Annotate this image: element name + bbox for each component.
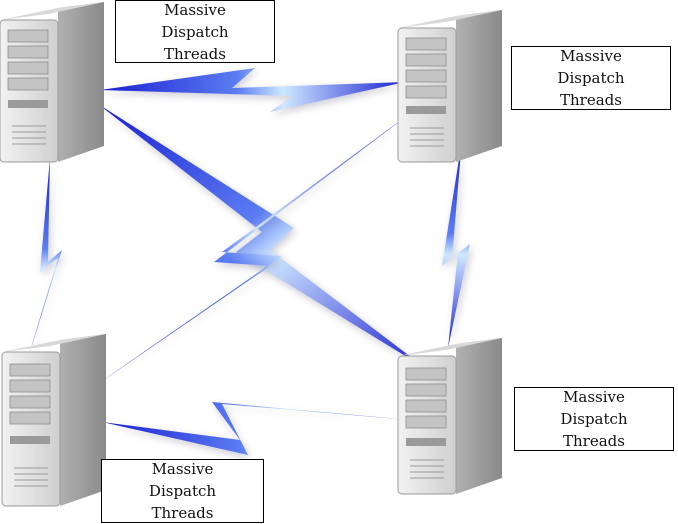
server-side-panel bbox=[456, 338, 502, 494]
server-side-panel bbox=[456, 10, 502, 162]
server-top-panel bbox=[2, 334, 106, 352]
label-box-bottom-left: Massive Dispatch Threads bbox=[101, 459, 264, 523]
vent-lines bbox=[14, 467, 48, 487]
bolt-right bbox=[442, 140, 470, 348]
server-top-right bbox=[397, 10, 502, 163]
server-top-panel bbox=[0, 2, 104, 20]
power-slot bbox=[10, 436, 50, 444]
vent-lines bbox=[410, 127, 444, 147]
server-top-left bbox=[0, 2, 104, 163]
label-box-bottom-right: Massive Dispatch Threads bbox=[514, 387, 674, 451]
drive-bays bbox=[7, 29, 49, 91]
label-box-top-left: Massive Dispatch Threads bbox=[115, 0, 275, 63]
bolt-top bbox=[100, 68, 405, 112]
vent-lines bbox=[12, 125, 46, 145]
bolt-bottom bbox=[102, 402, 410, 455]
drive-bays bbox=[9, 363, 51, 425]
power-slot bbox=[406, 438, 446, 446]
label-line-2: Dispatch bbox=[557, 69, 625, 87]
label-box-top-right: Massive Dispatch Threads bbox=[511, 46, 671, 110]
label-line-3: Threads bbox=[151, 504, 214, 522]
bolt-left bbox=[28, 158, 62, 358]
label-line-3: Threads bbox=[560, 91, 622, 109]
server-side-panel bbox=[58, 2, 104, 162]
vent-lines bbox=[410, 459, 444, 479]
server-top-panel bbox=[398, 338, 502, 356]
power-slot bbox=[8, 100, 48, 108]
connection-bolts bbox=[28, 68, 470, 455]
drive-bays bbox=[405, 367, 447, 429]
server-bottom-left bbox=[1, 334, 106, 507]
label-line-3: Threads bbox=[563, 432, 625, 450]
label-line-1: Massive bbox=[560, 47, 622, 65]
label-line-1: Massive bbox=[563, 388, 625, 406]
power-slot bbox=[406, 106, 446, 114]
label-line-3: Threads bbox=[164, 44, 226, 63]
label-line-2: Dispatch bbox=[560, 410, 628, 428]
label-line-2: Dispatch bbox=[148, 482, 217, 500]
label-line-2: Dispatch bbox=[161, 22, 229, 41]
label-line-1: Massive bbox=[151, 460, 214, 478]
server-top-panel bbox=[398, 10, 502, 28]
server-side-panel bbox=[60, 334, 106, 506]
server-bottom-right bbox=[397, 338, 502, 495]
bolt-diagonal-down bbox=[98, 104, 428, 370]
label-line-1: Massive bbox=[164, 0, 226, 19]
drive-bays bbox=[405, 37, 447, 99]
